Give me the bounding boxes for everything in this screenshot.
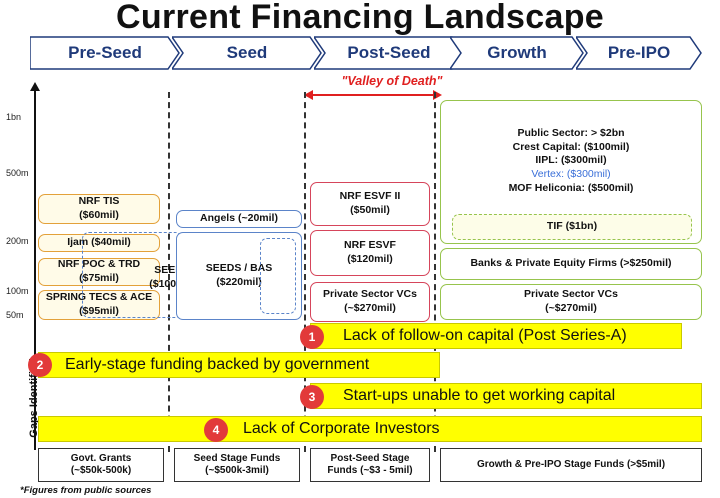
valley-of-death-label: "Valley of Death" xyxy=(341,74,443,88)
stage-pre-ipo: Pre-IPO xyxy=(576,36,702,70)
valley-arrow xyxy=(304,90,442,100)
stage-label: Post-Seed xyxy=(347,43,431,62)
gap-text: Lack of Corporate Investors xyxy=(243,420,440,437)
public-sector-item: IIPL: ($300mil) xyxy=(535,154,607,167)
tif-box: TIF ($1bn) xyxy=(452,214,692,240)
y-axis-arrow-icon xyxy=(30,82,40,91)
page-title: Current Financing Landscape xyxy=(116,0,604,36)
y-tick: 100m xyxy=(6,286,29,296)
fund-post-seed-stage: Post-Seed Stage Funds (~$3 - 5mil) xyxy=(310,448,430,482)
gap-number-badge: 1 xyxy=(300,325,324,349)
stage-post-seed: Post-Seed xyxy=(314,36,464,70)
footnote: *Figures from public sources xyxy=(20,485,152,496)
stage-label: Pre-IPO xyxy=(607,43,671,62)
gap-bar-3: Start-ups unable to get working capital xyxy=(310,383,702,409)
stage-growth: Growth xyxy=(450,36,584,70)
banks-pe-box: Banks & Private Equity Firms (>$250mil) xyxy=(440,248,702,280)
public-sector-item: Vertex: ($300mil) xyxy=(531,167,611,180)
stage-pre-seed: Pre-Seed xyxy=(30,36,180,70)
y-tick: 1bn xyxy=(6,112,22,122)
y-axis xyxy=(34,88,36,450)
seeds-bas-box: SEEDS / BAS ($220mil) xyxy=(176,232,302,320)
stage-label: Seed xyxy=(226,43,268,62)
gap-number-badge: 2 xyxy=(28,353,52,377)
public-sector-item: MOF Heliconia: ($500mil) xyxy=(508,181,634,194)
stage-label: Pre-Seed xyxy=(68,43,142,62)
gap-bar-2: Early-stage funding backed by government xyxy=(38,352,440,378)
gap-bar-4: Lack of Corporate Investors xyxy=(38,416,702,442)
nrf-tis-box: NRF TIS ($60mil) xyxy=(38,194,160,224)
stage-divider xyxy=(304,92,306,452)
stage-divider xyxy=(434,92,436,452)
y-tick: 200m xyxy=(6,236,29,246)
nrf-poc-box: NRF POC & TRD ($75mil) xyxy=(38,258,160,286)
fund-seed-stage: Seed Stage Funds (~$500k-3mil) xyxy=(174,448,300,482)
gap-bar-1: Lack of follow-on capital (Post Series-A… xyxy=(310,323,682,349)
angels-box: Angels (~20mil) xyxy=(176,210,302,228)
bas-dashed-region xyxy=(260,238,296,314)
public-sector-title: Public Sector: > $2bn xyxy=(517,127,625,139)
private-vcs-post-seed-box: Private Sector VCs (~$270mil) xyxy=(310,282,430,322)
gap-text: Lack of follow-on capital (Post Series-A… xyxy=(343,327,627,344)
stage-arrows: Pre-Seed Seed Post-Seed Growth Pre-IPO xyxy=(30,36,702,70)
ijam-box: Ijam ($40mil) xyxy=(38,234,160,252)
stage-seed: Seed xyxy=(172,36,322,70)
gap-text: Start-ups unable to get working capital xyxy=(343,387,616,404)
fund-govt-grants: Govt. Grants (~$50k-500k) xyxy=(38,448,164,482)
gap-number-badge: 3 xyxy=(300,385,324,409)
nrf-esvf-box: NRF ESVF ($120mil) xyxy=(310,230,430,276)
gap-number-badge: 4 xyxy=(204,418,228,442)
nrf-esvf-ii-box: NRF ESVF II ($50mil) xyxy=(310,182,430,226)
private-vcs-growth-box: Private Sector VCs (~$270mil) xyxy=(440,284,702,320)
gap-text: Early-stage funding backed by government xyxy=(65,356,370,373)
public-sector-item: Crest Capital: ($100mil) xyxy=(512,140,630,153)
y-tick: 500m xyxy=(6,168,29,178)
stage-label: Growth xyxy=(487,43,547,62)
spring-tecs-box: SPRING TECS & ACE ($95mil) xyxy=(38,290,160,320)
fund-growth-pre-ipo: Growth & Pre-IPO Stage Funds (>$5mil) xyxy=(440,448,702,482)
stage-divider xyxy=(168,92,170,452)
y-tick: 50m xyxy=(6,310,24,320)
